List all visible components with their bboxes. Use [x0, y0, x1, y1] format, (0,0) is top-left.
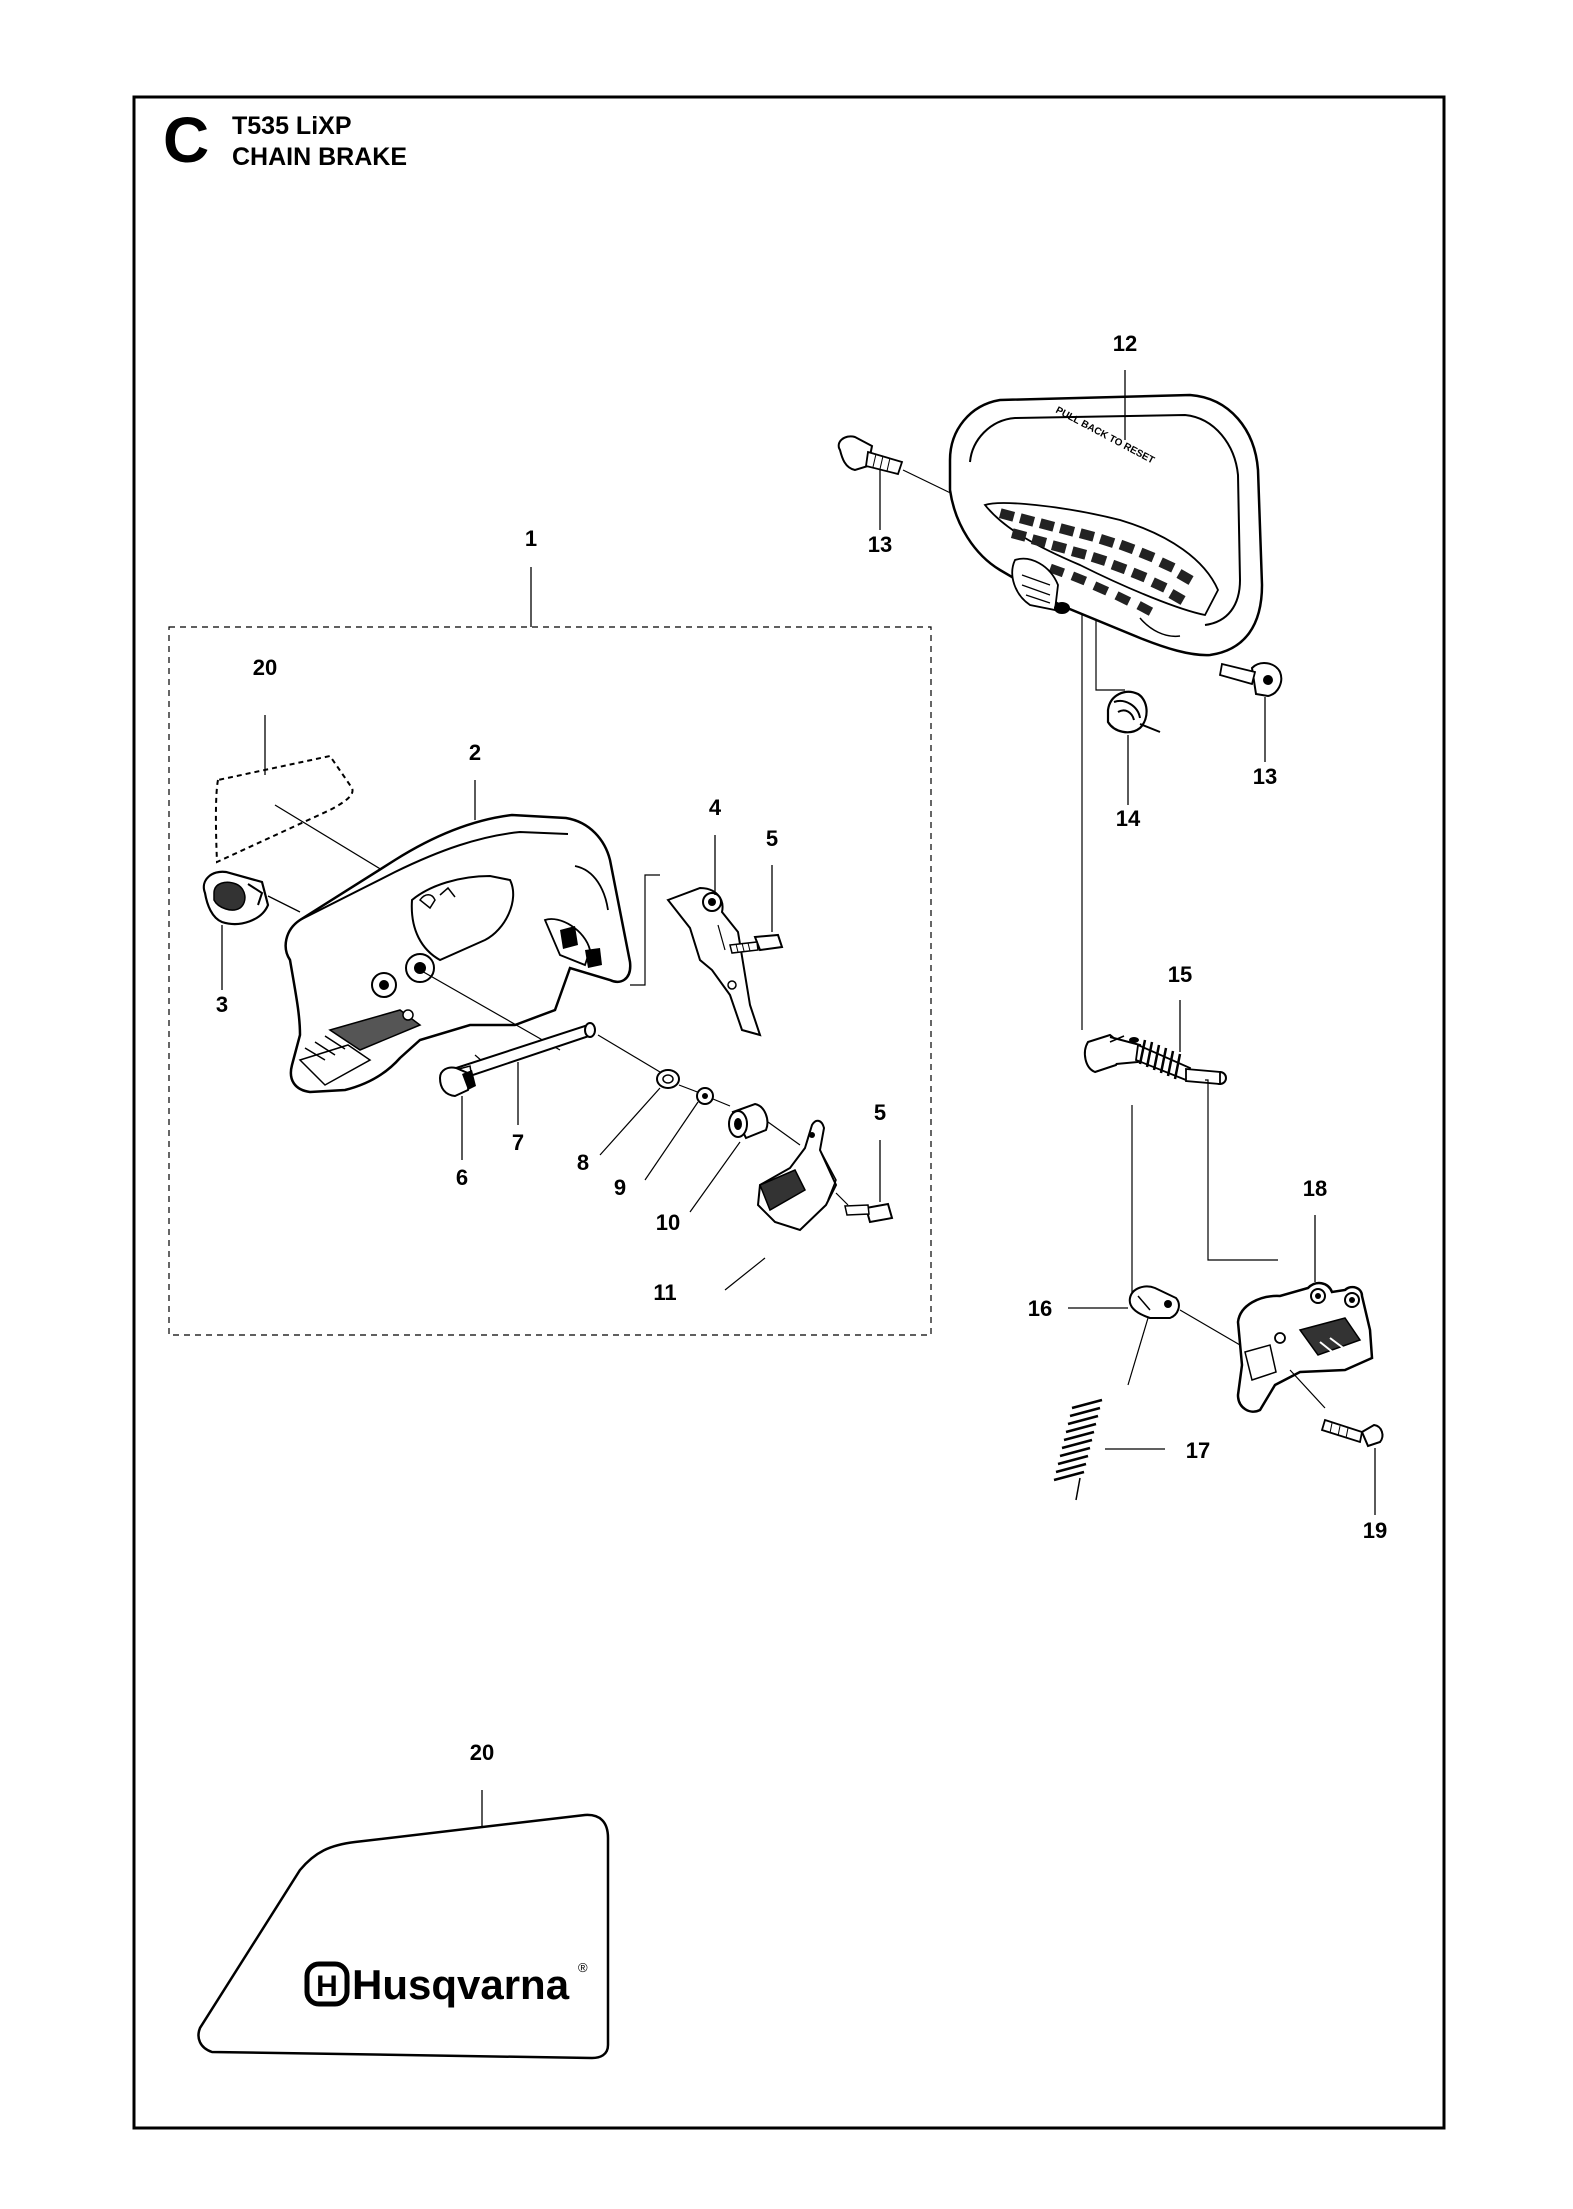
brake-housing-part: [284, 813, 632, 1094]
brake-latch-part: [1236, 1281, 1374, 1413]
callout-number: 13: [1253, 764, 1277, 789]
callout-number: 5: [766, 826, 778, 851]
leader-line: [1075, 1477, 1081, 1501]
callout-number: 16: [1028, 1296, 1052, 1321]
knob-part: [202, 870, 270, 926]
bushing-part: [728, 1102, 769, 1140]
callout-number: 13: [868, 532, 892, 557]
screw-part: [837, 435, 904, 476]
callout-number: 4: [709, 795, 722, 820]
section-letter: C: [163, 104, 210, 176]
screw-part: [844, 1202, 894, 1224]
leader-line: [1127, 1317, 1149, 1386]
leader-line: [597, 1034, 661, 1073]
assembly-title: CHAIN BRAKE: [232, 143, 407, 171]
leader-line: [1095, 620, 1125, 691]
leader-line: [717, 924, 726, 951]
callout-number: 12: [1113, 331, 1137, 356]
screw-part: [1218, 662, 1283, 698]
callout-number: 11: [653, 1280, 676, 1305]
decal-part-large: [197, 1813, 610, 2060]
leader-line: [419, 969, 561, 1051]
callout-number: 5: [874, 1100, 886, 1125]
callout-number: 20: [470, 1740, 494, 1765]
rod-spring-coils: [1138, 1039, 1182, 1080]
callout-number: 3: [216, 992, 228, 1017]
callout-number: 1: [525, 526, 537, 551]
husqvarna-logo: H Husqvarna ®: [304, 1960, 588, 2008]
callout-number: 8: [577, 1150, 589, 1175]
leader-line: [678, 1084, 701, 1094]
screw-part: [729, 933, 784, 954]
leader-line: [599, 1087, 661, 1156]
brake-plate-part: [666, 886, 762, 1037]
small-washer-hole: [702, 1093, 708, 1099]
callout-number: 14: [1116, 806, 1141, 831]
decal-part-small: [214, 754, 354, 864]
leader-line: [1179, 1309, 1241, 1346]
trademark-mark: ®: [578, 1960, 588, 1975]
brake-lever-part: [756, 1119, 838, 1232]
spring-part: [1053, 1398, 1103, 1482]
leader-line: [724, 1257, 766, 1291]
callout-number: 7: [512, 1130, 524, 1155]
clip-part: [438, 1066, 476, 1098]
callout-number: 6: [456, 1165, 468, 1190]
leader-line: [267, 895, 301, 913]
leader-line: [630, 874, 660, 986]
callout-number: 17: [1186, 1438, 1210, 1463]
kit-boundary: [168, 626, 932, 1336]
leader-line: [689, 1141, 741, 1213]
leader-line: [644, 1101, 699, 1181]
leader-line: [767, 1121, 801, 1146]
leader-line: [835, 1192, 849, 1206]
model-title: T535 LiXP: [232, 112, 352, 140]
callout-number: 15: [1168, 962, 1192, 987]
callout-number: 20: [253, 655, 277, 680]
guard-vent-grid: [998, 508, 1194, 616]
callout-number: 18: [1303, 1176, 1327, 1201]
leader-line: [1289, 1369, 1326, 1409]
page-frame: [132, 95, 1446, 2130]
coil-spring-part: [1106, 690, 1161, 734]
link-part: [1128, 1285, 1180, 1319]
callout-number: 19: [1363, 1518, 1387, 1543]
brake-rod-part: [1083, 1033, 1227, 1085]
leader-line: [1205, 1079, 1278, 1261]
callout-number: 10: [656, 1210, 680, 1235]
leader-line: [712, 1098, 731, 1107]
leader-line: [274, 804, 383, 871]
hand-guard-part: PULL BACK TO RESET: [948, 393, 1264, 657]
husqvarna-emblem-icon: [304, 1961, 350, 2007]
callout-number: 2: [469, 740, 481, 765]
husqvarna-emblem-glyph: H: [316, 1970, 338, 2003]
callout-number: 9: [614, 1175, 626, 1200]
washer-hole: [662, 1074, 674, 1084]
screw-part: [1320, 1418, 1384, 1448]
husqvarna-wordmark: Husqvarna: [352, 1961, 570, 2008]
